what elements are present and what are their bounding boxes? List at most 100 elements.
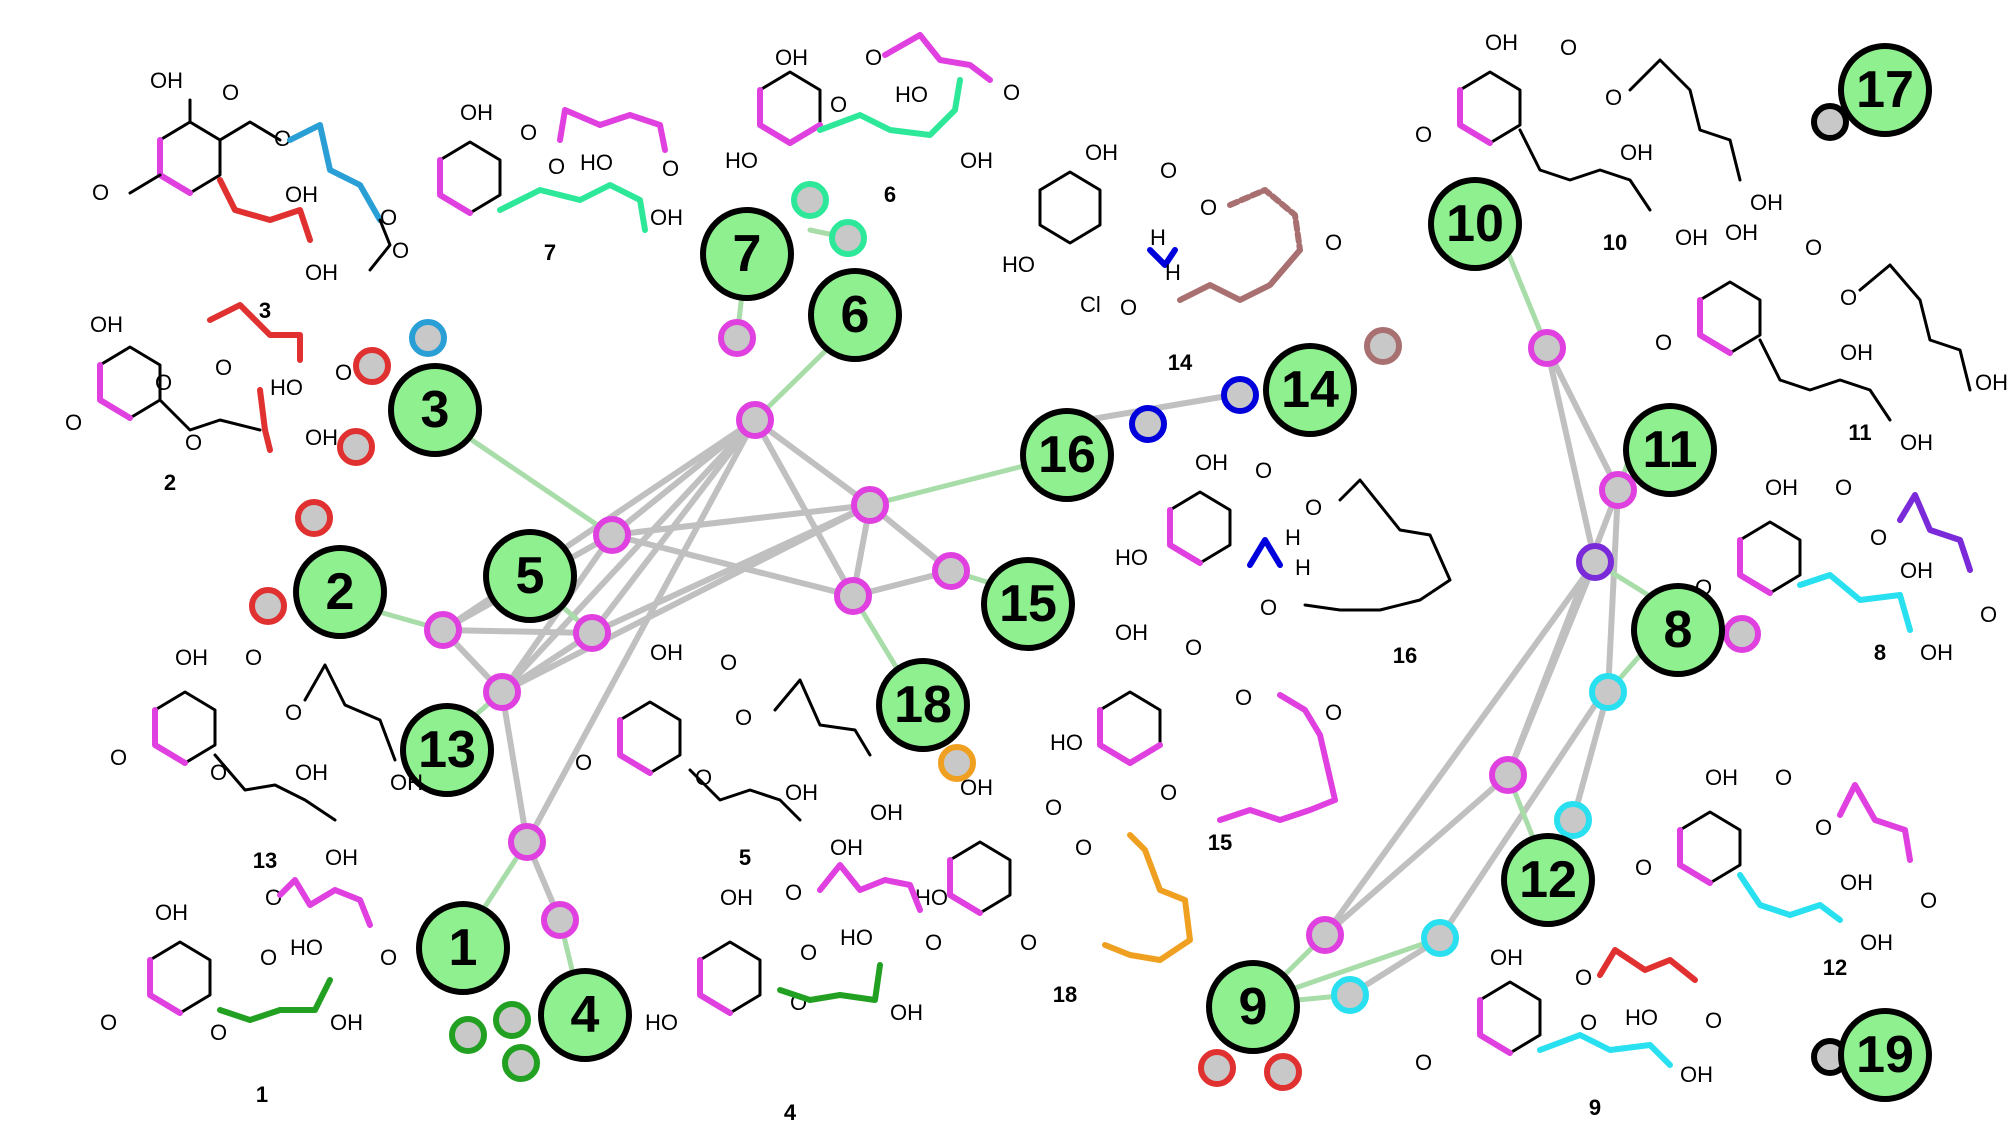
svg-text:O: O bbox=[720, 650, 737, 675]
svg-text:12: 12 bbox=[1823, 955, 1847, 980]
svg-text:OH: OH bbox=[650, 205, 683, 230]
svg-text:6: 6 bbox=[884, 182, 896, 207]
svg-text:HO: HO bbox=[580, 150, 613, 175]
network-node-17: 17 bbox=[1838, 43, 1932, 137]
svg-text:O: O bbox=[735, 705, 752, 730]
svg-text:OH: OH bbox=[1675, 225, 1708, 250]
svg-text:OH: OH bbox=[650, 640, 683, 665]
svg-text:OH: OH bbox=[960, 148, 993, 173]
hub-node bbox=[1554, 801, 1592, 839]
structure-7: OH O O O HO O OH 7 bbox=[380, 100, 683, 265]
hub-node bbox=[424, 611, 462, 649]
structure-15: OH O O HO O O 15 bbox=[1050, 620, 1342, 855]
svg-text:OH: OH bbox=[1860, 930, 1893, 955]
svg-text:O: O bbox=[1160, 780, 1177, 805]
svg-text:OH: OH bbox=[960, 775, 993, 800]
svg-text:O: O bbox=[65, 410, 82, 435]
hub-node bbox=[1811, 103, 1849, 141]
hub-node bbox=[718, 319, 756, 357]
svg-text:H: H bbox=[1285, 525, 1301, 550]
hub-node bbox=[938, 744, 976, 782]
svg-text:O: O bbox=[210, 760, 227, 785]
svg-text:12: 12 bbox=[1519, 851, 1577, 909]
hub-node bbox=[483, 673, 521, 711]
svg-text:O: O bbox=[520, 120, 537, 145]
svg-text:O: O bbox=[575, 750, 592, 775]
svg-text:4: 4 bbox=[571, 986, 600, 1044]
svg-text:OH: OH bbox=[390, 770, 423, 795]
hub-node bbox=[829, 219, 867, 257]
hub-node bbox=[1129, 405, 1167, 443]
svg-text:OH: OH bbox=[1920, 640, 1953, 665]
svg-text:OH: OH bbox=[1725, 220, 1758, 245]
structure-2: OH O O O HO O O OH 2 bbox=[65, 302, 352, 495]
svg-text:O: O bbox=[110, 745, 127, 770]
network-node-18: 18 bbox=[876, 658, 970, 752]
svg-text:OH: OH bbox=[785, 780, 818, 805]
svg-text:O: O bbox=[392, 238, 409, 263]
svg-text:HO: HO bbox=[840, 925, 873, 950]
network-node-14: 14 bbox=[1263, 343, 1357, 437]
svg-text:OH: OH bbox=[1195, 450, 1228, 475]
hub-node bbox=[1589, 673, 1627, 711]
svg-text:OH: OH bbox=[1840, 340, 1873, 365]
svg-text:HO: HO bbox=[1050, 730, 1083, 755]
svg-text:11: 11 bbox=[1848, 420, 1871, 445]
svg-text:18: 18 bbox=[1053, 982, 1077, 1007]
hub-node bbox=[508, 823, 546, 861]
svg-text:OH: OH bbox=[890, 1000, 923, 1025]
network-node-11: 11 bbox=[1623, 403, 1717, 497]
network-node-6: 6 bbox=[808, 268, 902, 362]
svg-text:18: 18 bbox=[894, 676, 952, 734]
svg-text:OH: OH bbox=[325, 845, 358, 870]
svg-text:OH: OH bbox=[775, 45, 808, 70]
hub-node bbox=[1528, 329, 1566, 367]
network-node-8: 8 bbox=[1631, 583, 1725, 677]
hub-node bbox=[541, 901, 579, 939]
svg-text:H: H bbox=[1295, 555, 1311, 580]
network-node-10: 10 bbox=[1428, 177, 1522, 271]
svg-text:OH: OH bbox=[1620, 140, 1653, 165]
svg-text:HO: HO bbox=[1625, 1005, 1658, 1030]
svg-text:O: O bbox=[1815, 815, 1832, 840]
svg-text:O: O bbox=[380, 945, 397, 970]
hub-node bbox=[932, 552, 970, 590]
hub-node bbox=[1364, 327, 1402, 365]
svg-text:O: O bbox=[1580, 1010, 1597, 1035]
svg-text:OH: OH bbox=[305, 425, 338, 450]
svg-text:7: 7 bbox=[544, 240, 556, 265]
structure-11: OH O O O OH OH OH 11 bbox=[1655, 220, 2008, 455]
svg-text:HO: HO bbox=[290, 935, 323, 960]
svg-text:4: 4 bbox=[784, 1100, 797, 1125]
svg-text:11: 11 bbox=[1643, 421, 1698, 479]
svg-text:O: O bbox=[185, 430, 202, 455]
svg-text:O: O bbox=[1575, 965, 1592, 990]
svg-text:6: 6 bbox=[841, 286, 870, 344]
svg-text:OH: OH bbox=[460, 100, 493, 125]
svg-text:1: 1 bbox=[449, 919, 478, 977]
svg-text:O: O bbox=[1775, 765, 1792, 790]
svg-text:19: 19 bbox=[1856, 1026, 1914, 1084]
structure-14: OH O O HO Cl O H H O 14 bbox=[1002, 140, 1342, 375]
hub-nodes bbox=[249, 103, 1849, 1091]
hub-node bbox=[736, 401, 774, 439]
svg-text:O: O bbox=[1255, 458, 1272, 483]
svg-text:3: 3 bbox=[421, 381, 450, 439]
structure-13: OH O O O O OH OH OH 13 bbox=[110, 645, 423, 873]
svg-text:OH: OH bbox=[90, 312, 123, 337]
structure-4: OH O O HO O HO O OH 4 bbox=[645, 862, 942, 1125]
svg-text:OH: OH bbox=[305, 260, 338, 285]
svg-text:OH: OH bbox=[720, 885, 753, 910]
svg-text:O: O bbox=[1840, 285, 1857, 310]
hub-node bbox=[834, 577, 872, 615]
svg-text:O: O bbox=[1805, 235, 1822, 260]
svg-text:HO: HO bbox=[1002, 252, 1035, 277]
svg-text:16: 16 bbox=[1393, 643, 1417, 668]
network-node-15: 15 bbox=[981, 557, 1075, 651]
hub-node bbox=[337, 428, 375, 466]
svg-text:HO: HO bbox=[645, 1010, 678, 1035]
svg-text:13: 13 bbox=[418, 721, 476, 779]
network-node-2: 2 bbox=[293, 545, 387, 639]
